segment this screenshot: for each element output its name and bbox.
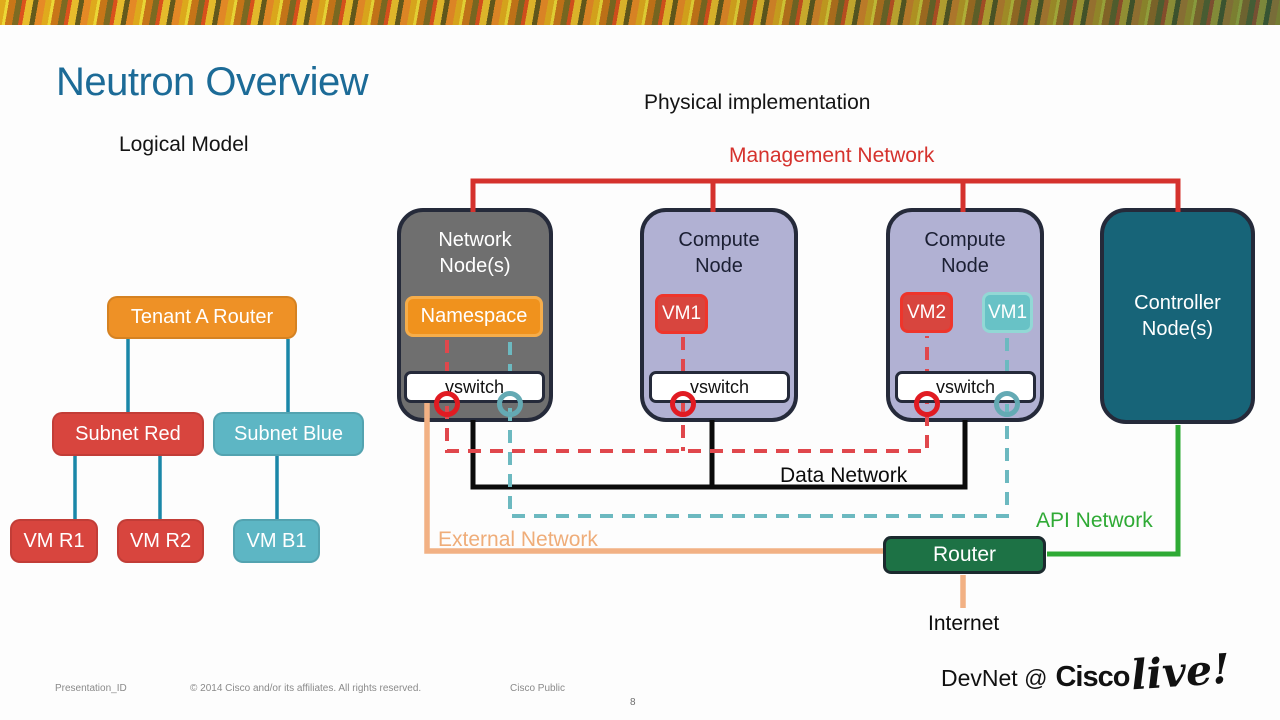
vm-r2-box: VM R2 bbox=[117, 519, 204, 563]
physical-implementation-heading: Physical implementation bbox=[644, 91, 871, 114]
logical-model-heading: Logical Model bbox=[119, 133, 249, 156]
brand-devnet-text: DevNet @ bbox=[941, 665, 1048, 691]
vm-r1-box: VM R1 bbox=[10, 519, 98, 563]
network-node-vswitch-box: vswitch bbox=[404, 371, 545, 403]
network-node-label: Network Node(s) bbox=[438, 229, 512, 277]
network-node-red-port-icon bbox=[434, 391, 460, 417]
management-network-line bbox=[470, 178, 1181, 212]
decorative-photo-banner bbox=[0, 0, 1280, 25]
management-network-label: Management Network bbox=[729, 144, 935, 167]
data-network-label: Data Network bbox=[780, 464, 908, 487]
footer-presentation-id: Presentation_ID bbox=[55, 683, 127, 694]
router-box: Router bbox=[883, 536, 1046, 574]
subnet-blue-box: Subnet Blue bbox=[213, 412, 364, 456]
compute2-red-port-icon bbox=[914, 391, 940, 417]
api-network-line bbox=[1047, 425, 1181, 557]
devnet-cisco-live-logo: DevNet @ Cisco live! bbox=[941, 644, 1233, 700]
controller-node-label: Controller Node(s) bbox=[1134, 292, 1221, 340]
footer-page-number: 8 bbox=[630, 697, 636, 708]
tenant-a-router-box: Tenant A Router bbox=[107, 296, 297, 339]
page-title: Neutron Overview bbox=[56, 60, 369, 104]
external-network-line bbox=[424, 397, 966, 608]
compute2-vm1-box: VM1 bbox=[982, 292, 1033, 333]
compute2-teal-port-icon bbox=[994, 391, 1020, 417]
compute-node-1-label: Compute Node bbox=[678, 229, 760, 277]
compute2-vm2-box: VM2 bbox=[900, 292, 953, 333]
cisco-logo-text: Cisco bbox=[1055, 661, 1130, 693]
controller-node-box: Controller Node(s) bbox=[1100, 208, 1255, 424]
api-network-label: API Network bbox=[1036, 509, 1153, 532]
network-node-teal-port-icon bbox=[497, 391, 523, 417]
footer-copyright: © 2014 Cisco and/or its affiliates. All … bbox=[190, 683, 422, 694]
namespace-box: Namespace bbox=[405, 296, 543, 337]
internet-label: Internet bbox=[928, 612, 1000, 635]
footer-classification: Cisco Public bbox=[510, 683, 566, 694]
live-script-text: live! bbox=[1129, 644, 1233, 700]
external-network-label: External Network bbox=[438, 528, 598, 551]
subnet-red-box: Subnet Red bbox=[52, 412, 204, 456]
compute-node-2-label: Compute Node bbox=[924, 229, 1006, 277]
compute1-vm1-box: VM1 bbox=[655, 294, 708, 334]
vm-b1-box: VM B1 bbox=[233, 519, 320, 563]
compute1-red-port-icon bbox=[670, 391, 696, 417]
